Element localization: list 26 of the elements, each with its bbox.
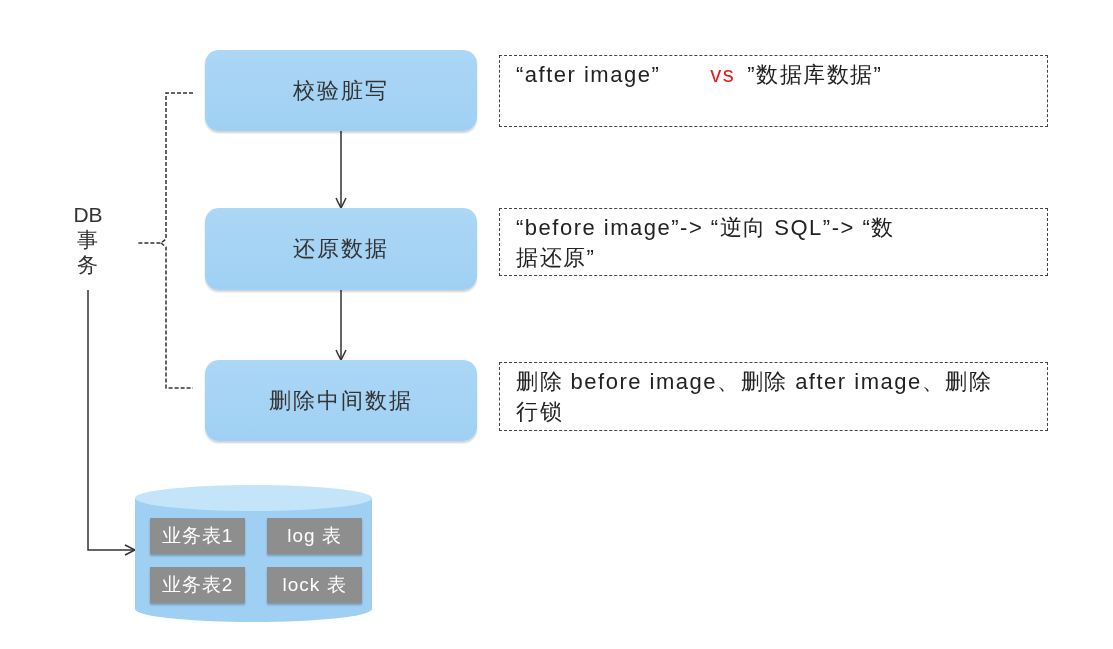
note-text: ”数据库数据” <box>747 62 883 87</box>
table-name: log 表 <box>287 524 342 548</box>
step-label: 校验脏写 <box>293 76 389 105</box>
step-label: 还原数据 <box>293 235 389 263</box>
note-box <box>499 208 1048 276</box>
table-box <box>267 518 362 554</box>
table-name: 业务表2 <box>161 573 234 597</box>
process-box <box>205 360 477 441</box>
note-box <box>499 362 1048 431</box>
vertical-label: DB事务 <box>73 203 103 278</box>
arrow <box>87 289 136 556</box>
step-label: 删除中间数据 <box>269 386 413 415</box>
arrow <box>335 130 347 209</box>
table-box <box>150 567 245 603</box>
note-text: “after image” <box>516 62 661 87</box>
process-box <box>205 208 477 290</box>
note-text: “before image”-> “逆向 SQL”-> “数据还原” <box>516 214 896 272</box>
table-name: 业务表1 <box>161 524 234 548</box>
process-box <box>205 50 477 131</box>
comparison-word: vs <box>710 62 736 87</box>
note-box <box>499 55 1048 127</box>
arrow <box>335 289 347 361</box>
note-text: 删除 before image、删除 after image、删除行锁 <box>516 368 994 426</box>
table-name: lock 表 <box>282 573 347 597</box>
table-box <box>150 518 245 554</box>
table-box <box>267 567 362 603</box>
